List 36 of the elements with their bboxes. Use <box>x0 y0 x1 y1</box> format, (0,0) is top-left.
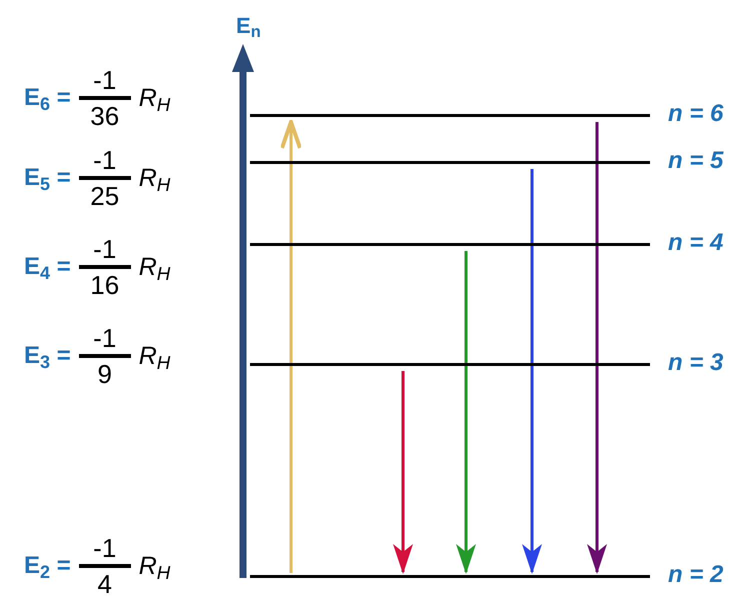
numerator: -1 <box>93 534 116 562</box>
level-label: n = 5 <box>668 148 724 174</box>
rydberg-constant: R$_{H}$ <box>138 253 170 281</box>
level-label: n = 6 <box>668 101 724 127</box>
energy-level-line <box>250 243 650 246</box>
numerator: -1 <box>93 66 116 94</box>
transition-arrow <box>587 122 607 574</box>
numerator: -1 <box>93 235 116 263</box>
denominator: 9 <box>97 360 112 388</box>
level-label: n = 2 <box>668 562 724 588</box>
level-label: n = 3 <box>668 350 724 376</box>
axis-label: E$_{n}$ <box>236 14 261 38</box>
rydberg-constant: R$_{H}$ <box>138 342 170 370</box>
energy-level-line <box>250 114 650 117</box>
energy-level-line <box>250 161 650 164</box>
energy-label: E$_{6}$ = <box>24 85 71 111</box>
transition-arrow <box>280 120 302 573</box>
rydberg-constant: R$_{H}$ <box>138 164 170 192</box>
rydberg-constant: R$_{H}$ <box>138 84 170 112</box>
energy-label: E$_{5}$ = <box>24 165 71 191</box>
transition-arrow <box>522 169 542 574</box>
energy-label: E$_{2}$ = <box>24 553 71 579</box>
transition-arrow <box>393 371 413 574</box>
rydberg-constant: R$_{H}$ <box>138 552 170 580</box>
numerator: -1 <box>93 324 116 352</box>
denominator: 25 <box>90 182 120 210</box>
energy-label: E$_{4}$ = <box>24 254 71 280</box>
numerator: -1 <box>93 146 116 174</box>
level-label: n = 4 <box>668 230 724 256</box>
denominator: 16 <box>90 271 120 299</box>
denominator: 4 <box>97 570 112 598</box>
transition-arrow <box>456 251 476 574</box>
energy-label: E$_{3}$ = <box>24 343 71 369</box>
energy-level-line <box>250 363 650 366</box>
denominator: 36 <box>90 102 120 130</box>
energy-level-line <box>250 575 650 578</box>
